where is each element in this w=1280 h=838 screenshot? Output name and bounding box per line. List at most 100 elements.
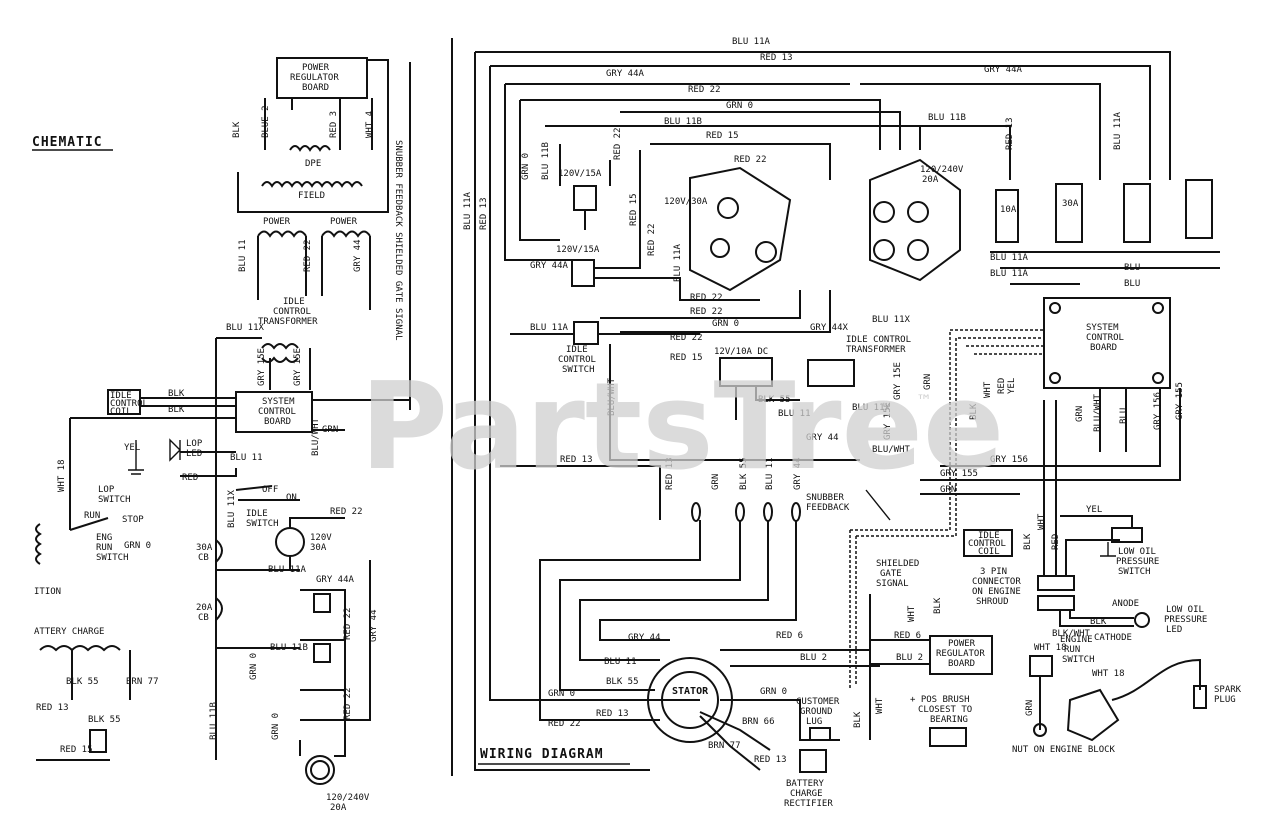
outlet15-top-leads	[559, 144, 611, 230]
outlet20-leads	[299, 720, 346, 757]
w-gry44-bot: GRY 44	[793, 457, 803, 490]
w-gry156: GRY 156	[1153, 392, 1163, 430]
sch-grn0-b: GRN 0	[249, 653, 259, 680]
brush-l3: BEARING	[930, 715, 968, 725]
w-prb-l3: BOARD	[948, 659, 975, 669]
sch-blu-wht: BLU/WHT	[311, 417, 321, 456]
w-blu11-b: BLU 11	[604, 657, 637, 667]
w-gry44a-top2: GRY 44A	[984, 65, 1023, 75]
snubber-arrow	[865, 489, 891, 521]
outlet15-mid-leads	[594, 150, 760, 301]
ers-l2: RUN	[96, 543, 112, 553]
w-red22-top: RED 22	[688, 85, 721, 95]
idle-switch-l2: SWITCH	[246, 519, 279, 529]
outlet-20a-inner	[310, 760, 330, 780]
cb-label-0: 10A	[1000, 205, 1017, 215]
outlet-120v15a-mid	[571, 259, 595, 287]
w-red6: RED 6	[776, 631, 803, 641]
stator-gry44	[599, 520, 797, 641]
lops-l3: SWITCH	[1118, 567, 1151, 577]
eng-run-switch-blade	[69, 517, 109, 531]
w-blu11b-l: BLU 11B	[541, 142, 551, 180]
w-red13-top: RED 13	[760, 53, 793, 63]
lopl-l3: LED	[1166, 625, 1182, 635]
w-blu11: BLU 11	[778, 409, 811, 419]
w-blu-r: BLU	[1119, 408, 1129, 424]
outlet-30a-pin2	[710, 238, 730, 258]
sch-yel: YEL	[124, 443, 140, 453]
battery-charge-leads	[71, 650, 131, 700]
battery-charge-label: ATTERY CHARGE	[34, 627, 104, 637]
brush-l1: + POS BRUSH	[910, 695, 970, 705]
bcr-l3: RECTIFIER	[784, 799, 833, 809]
w-red22-c: RED 22	[690, 307, 723, 317]
watermark-tm: ™	[916, 391, 932, 410]
sch-wire-red3: RED 3	[329, 111, 339, 138]
sch-grn0: GRN 0	[124, 541, 151, 551]
lop-switch-ground	[128, 440, 144, 475]
w-red13-bot3: RED 13	[754, 755, 787, 765]
lops-l1: LOW OIL	[1118, 547, 1156, 557]
outlet20-l1: 120/240V	[326, 793, 370, 803]
sch-wire-blu11x: BLU 11X	[226, 323, 265, 333]
cb-3pole-b	[1185, 179, 1213, 239]
bus-red13	[490, 65, 1151, 180]
power-left-coil	[257, 230, 307, 238]
w-blk-2: BLK	[1090, 617, 1107, 627]
scb-mount-4	[1152, 372, 1164, 384]
ers-l1: ENG	[96, 533, 112, 543]
scb-line2: CONTROL	[258, 407, 296, 417]
sgs-l1: SHIELDED	[876, 559, 919, 569]
sch-rect-b	[313, 643, 331, 663]
stator-red13	[539, 520, 701, 721]
lop-switch-body	[1111, 527, 1143, 543]
w-idle-control-transformer	[807, 359, 855, 387]
sgs-l3: SIGNAL	[876, 579, 909, 589]
on-label: ON	[286, 493, 297, 503]
w-prb-l2: REGULATOR	[936, 649, 985, 659]
w-red13-bot: RED 13	[665, 457, 675, 490]
sch-grn: GRN	[322, 425, 338, 435]
outlet-120v15a-top	[573, 185, 597, 211]
sch-system-control-board	[235, 391, 313, 433]
harness-conn-4	[791, 502, 801, 522]
sch-blk55-b: BLK 55	[88, 715, 121, 725]
connector-3pin-b	[1037, 595, 1075, 611]
scb-dashed-leads	[950, 329, 1044, 355]
icc-line3: COIL	[110, 407, 132, 417]
outlet20-l2: 20A	[330, 803, 347, 813]
battery-rectifier-symbol	[89, 729, 107, 753]
w-wht18: WHT 18	[1034, 643, 1067, 653]
scb-mount-1	[1049, 302, 1061, 314]
w-red15-c: RED 15	[670, 353, 703, 363]
w-gry15e-2: GRY 15E	[893, 362, 903, 400]
ics-l3: SWITCH	[562, 365, 595, 375]
dpe-label: DPE	[305, 159, 321, 169]
sch-wire-red22: RED 22	[303, 239, 313, 272]
w-blk-prb: BLK	[933, 597, 943, 614]
run-label: RUN	[84, 511, 100, 521]
field-loop	[237, 59, 389, 213]
w-gry44x: GRY 44X	[810, 323, 849, 333]
lop-leads	[180, 451, 237, 477]
connector-leads	[1043, 400, 1120, 576]
w-icc-l3: COIL	[978, 547, 1000, 557]
cgl-l3: LUG	[806, 717, 822, 727]
power-right-coil	[321, 230, 371, 238]
ground-lug-symbol	[809, 727, 831, 741]
w-blu11x: BLU 11X	[872, 315, 911, 325]
w-red13-bot2: RED 13	[596, 709, 629, 719]
cb20-l2: CB	[198, 613, 209, 623]
cb-30a	[1055, 183, 1083, 243]
sch-wht18: WHT 18	[57, 459, 67, 492]
stator-label: STATOR	[672, 686, 709, 697]
snubber-l1: SNUBBER	[806, 493, 845, 503]
cb-buses	[990, 251, 1220, 285]
w-blu-r: BLU 11A	[990, 269, 1029, 279]
cb30-symbol	[215, 539, 223, 563]
outlet30-l1: 120V	[310, 533, 332, 543]
w-blu-r3: BLU	[1124, 279, 1140, 289]
w-scb-l1: SYSTEM	[1086, 323, 1119, 333]
snubber-l2: FEEDBACK	[806, 503, 850, 513]
